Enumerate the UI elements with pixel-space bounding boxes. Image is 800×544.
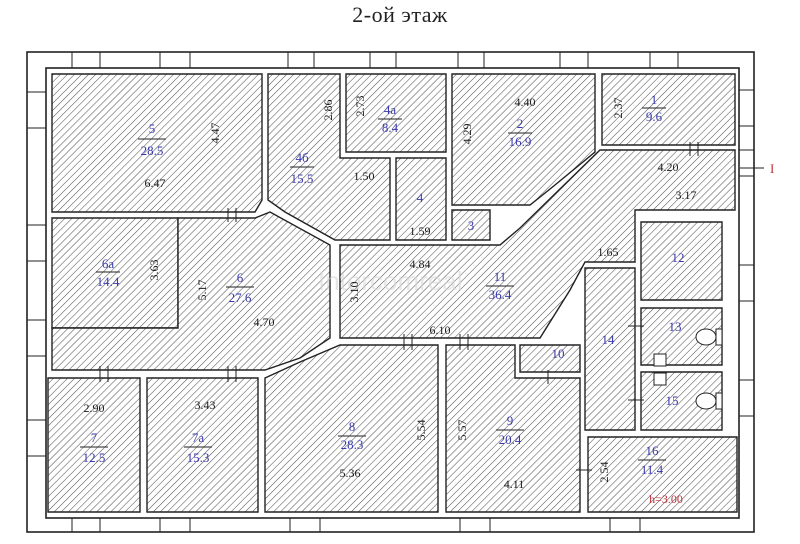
dim-label: 4.47 [208,123,222,144]
dim-label: 2.86 [321,100,335,121]
dim-label: 4.40 [515,95,536,109]
section-marker: I [770,161,774,176]
dim-label: 4.29 [460,124,474,145]
room-16-area: 11.4 [641,462,664,477]
room-4a-number: 4а [384,102,397,117]
dim-label: 5.57 [455,420,469,441]
room-1 [601,73,736,146]
floor-title: 2-ой этаж [352,2,448,27]
room-6a-area: 14.4 [97,274,120,289]
room-9-area: 20.4 [499,432,522,447]
watermark-logo: Intercomreal [318,266,463,296]
dim-label: 5.54 [414,420,428,441]
room-7 [47,377,141,513]
dim-label: 2.37 [611,98,625,119]
room-7-number: 7 [91,430,98,445]
room-7a-number: 7а [192,430,205,445]
room-15 [640,371,723,431]
toilet-fixture-13 [695,328,717,346]
room-10 [519,344,581,373]
room-16 [587,436,738,513]
room-2-number: 2 [517,116,524,131]
room-15-number: 15 [666,393,679,408]
room-labels: 5 28.5 4б 15.5 4а 8.4 4 2 16.9 1 9.6 3 6… [80,92,685,506]
room-4a-area: 8.4 [382,120,399,135]
room-7-area: 12.5 [83,450,106,465]
dim-label: 6.47 [145,176,166,190]
dim-label: 3.63 [147,260,161,281]
room-4b [267,73,391,241]
room-4b-area: 15.5 [291,171,314,186]
dim-label: 6.10 [430,323,451,337]
room-6a-number: 6а [102,256,115,271]
room-1-area: 9.6 [646,109,663,124]
room-8-area: 28.3 [341,437,364,452]
dim-label: 2.90 [84,401,105,415]
fixtures [653,328,723,410]
room-7a [146,377,259,513]
room-11-area: 36.4 [489,287,512,302]
sink-fixture-15 [653,372,667,386]
dim-label: 1.65 [598,245,619,259]
room-14-number: 14 [602,332,616,347]
room-12-number: 12 [672,250,685,265]
room-11 [339,149,736,339]
door-marks [99,142,699,471]
dim-label: 2.54 [597,462,611,483]
dim-label: 2.73 [353,96,367,117]
room-2-area: 16.9 [509,134,532,149]
room-5 [51,73,263,213]
room-7a-area: 15.3 [187,450,210,465]
room-5-number: 5 [149,121,156,136]
room-2 [451,73,596,206]
room-16-number: 16 [646,443,660,458]
room-5-area: 28.5 [141,143,164,158]
room-8-number: 8 [349,419,356,434]
dim-label: 5.17 [195,280,209,301]
room-4-number: 4 [417,190,424,205]
dim-label: 4.84 [410,257,431,271]
room-4a [345,73,447,153]
room-6-number: 6 [237,270,244,285]
dim-label: 1.50 [354,169,375,183]
room-8 [264,344,439,513]
room-14 [584,267,636,431]
toilet-fixture-15 [695,392,717,410]
room-12 [640,221,723,301]
dim-label: 1.59 [410,224,431,238]
dim-label: 4.20 [658,160,679,174]
dim-label: 5.36 [340,466,361,480]
room-1-number: 1 [651,92,658,107]
dim-label: 3.17 [676,188,697,202]
room-10-number: 10 [552,346,565,361]
sink-fixture-13 [653,353,667,367]
room-11-number: 11 [494,269,507,284]
room-3-number: 3 [468,218,475,233]
dim-label: 3.10 [347,282,361,303]
windows [26,51,755,533]
room-13 [640,307,723,366]
dimension-labels: 4.47 6.47 2.86 2.73 4.40 2.37 4.29 1.50 … [84,95,697,491]
room-13-number: 13 [669,319,682,334]
room-4 [395,157,447,241]
dim-label: 4.11 [504,477,525,491]
ceiling-height: h=3.00 [649,492,683,506]
room-4b-number: 4б [295,150,309,165]
dim-label: 3.43 [195,398,216,412]
room-6-area: 27.6 [229,290,252,305]
room-3 [451,209,491,241]
room-9 [445,344,581,513]
room-6 [51,211,331,371]
room-9-number: 9 [507,413,514,428]
dim-label: 4.70 [254,315,275,329]
